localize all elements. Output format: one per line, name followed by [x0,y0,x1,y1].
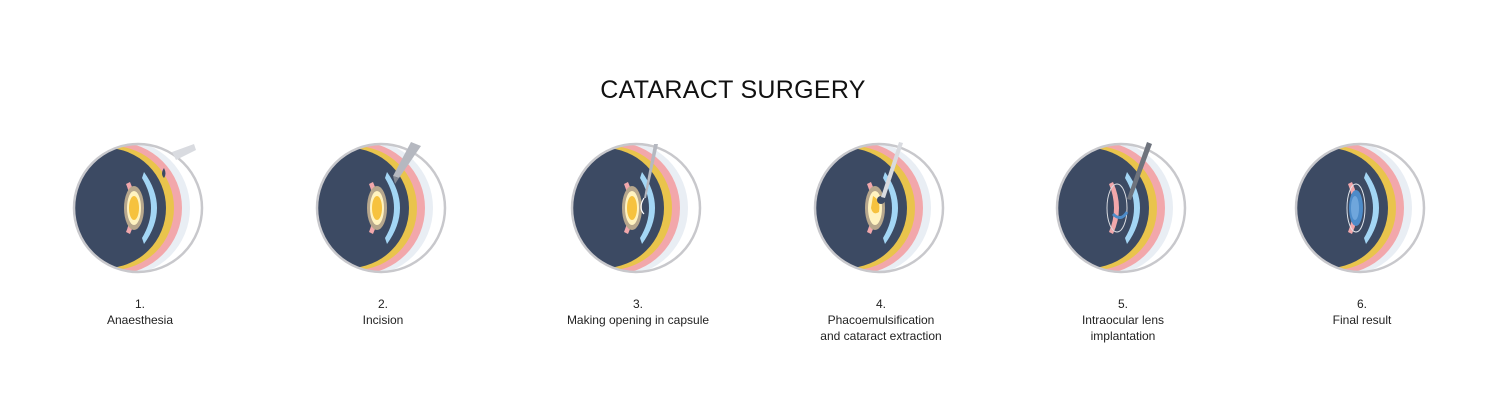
eye-diagram [315,142,447,274]
lens-injector-icon [1127,142,1152,200]
step-label-1: 1.Anaesthesia [106,297,174,327]
eye-drop-dropper-icon [162,144,196,178]
page-title: CATARACT SURGERY [600,76,866,104]
scalpel-icon [393,142,421,184]
needle-icon [640,144,658,215]
step-label-5: 5. Intraocular lens implantation [1081,297,1165,343]
eye-diagram [1055,142,1187,274]
eye-diagram [813,142,945,274]
step-label-2: 2. Incision [362,297,404,327]
eye-diagram [72,142,204,274]
step-label-4: 4. Phacoemulsification and cataract extr… [820,297,942,343]
step-label-3: 3. Making opening in capsule [566,297,710,327]
eye-diagram [570,142,702,274]
step-label-6: 6. Final result [1332,297,1392,327]
intraocular-lens-icon [1346,183,1366,233]
eye-diagram [1294,142,1426,274]
phaco-probe-icon [881,142,903,198]
